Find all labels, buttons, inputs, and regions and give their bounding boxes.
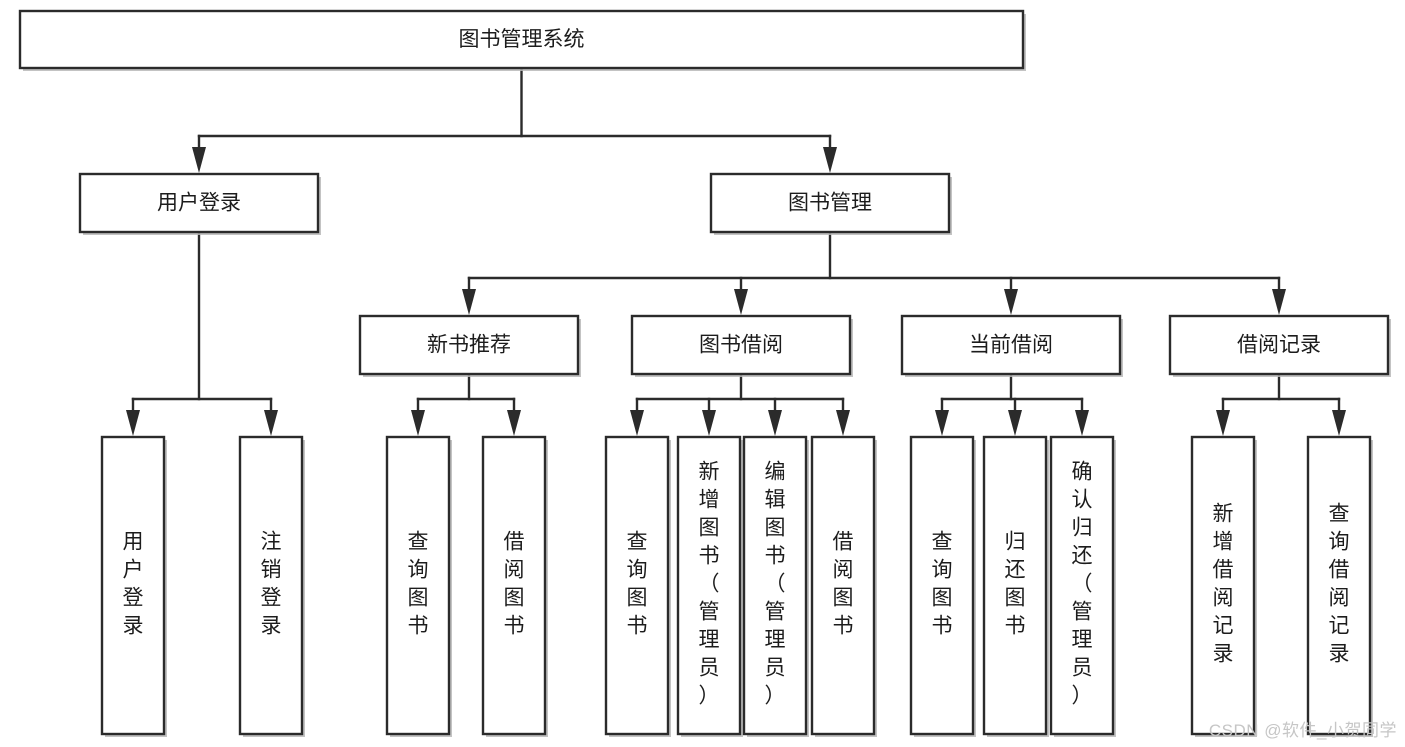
node-box[interactable] — [709, 172, 951, 234]
node-leaf-query-borrow-record[interactable]: 查询借阅记录 — [1306, 435, 1373, 737]
node-borrow-record[interactable]: 借阅记录 — [1168, 314, 1391, 377]
node-label: 新增借阅记录 — [1213, 503, 1234, 666]
arrow-icon — [1008, 410, 1022, 436]
node-leaf-borrow-book[interactable]: 借阅图书 — [810, 435, 877, 737]
node-root[interactable]: 图书管理系统 — [18, 9, 1026, 71]
edge-from-user-login — [126, 230, 278, 436]
arrow-icon — [1075, 410, 1089, 436]
node-label: 用户登录 — [123, 531, 144, 638]
arrow-icon — [507, 410, 521, 436]
node-box[interactable] — [1306, 435, 1372, 736]
node-label: 图书借阅 — [699, 334, 783, 357]
edge-from-book-borrow — [630, 372, 850, 436]
node-book-borrow[interactable]: 图书借阅 — [630, 314, 853, 377]
node-box[interactable] — [676, 435, 742, 736]
node-label: 借阅记录 — [1237, 334, 1321, 357]
node-box[interactable] — [982, 435, 1048, 736]
node-leaf-confirm-return-admin[interactable]: 确认归还（管理员） — [1049, 435, 1116, 737]
arrow-icon — [630, 410, 644, 436]
node-box[interactable] — [909, 435, 975, 736]
node-leaf-user-logout[interactable]: 注销登录 — [238, 435, 305, 737]
arrow-icon — [702, 410, 716, 436]
arrow-icon — [411, 410, 425, 436]
node-box[interactable] — [604, 435, 670, 736]
node-leaf-query-book-recommend[interactable]: 查询图书 — [385, 435, 452, 737]
arrow-icon — [1332, 410, 1346, 436]
node-leaf-query-book-borrow[interactable]: 查询图书 — [604, 435, 671, 737]
node-new-book-recommend[interactable]: 新书推荐 — [358, 314, 581, 377]
node-label: 新增图书（管理员） — [699, 461, 720, 708]
node-box[interactable] — [18, 9, 1025, 70]
node-leaf-query-book-current[interactable]: 查询图书 — [909, 435, 976, 737]
node-box[interactable] — [100, 435, 166, 736]
node-layer: 图书管理系统用户登录图书管理新书推荐图书借阅当前借阅借阅记录用户登录注销登录查询… — [18, 9, 1391, 737]
node-box[interactable] — [742, 435, 808, 736]
node-leaf-return-book[interactable]: 归还图书 — [982, 435, 1049, 737]
node-leaf-user-login[interactable]: 用户登录 — [100, 435, 167, 737]
node-label: 新书推荐 — [427, 334, 511, 357]
node-box[interactable] — [78, 172, 320, 234]
arrow-icon — [264, 410, 278, 436]
edge-from-root — [192, 66, 837, 173]
node-current-borrow[interactable]: 当前借阅 — [900, 314, 1123, 377]
arrow-icon — [192, 147, 206, 173]
node-label: 查询图书 — [408, 531, 429, 638]
node-box[interactable] — [630, 314, 852, 376]
node-label: 借阅图书 — [504, 531, 525, 638]
arrow-icon — [1216, 410, 1230, 436]
node-label: 查询借阅记录 — [1329, 503, 1350, 666]
node-label: 归还图书 — [1005, 531, 1026, 638]
node-label: 查询图书 — [932, 531, 953, 638]
arrow-icon — [462, 289, 476, 315]
edge-from-current-borrow — [935, 372, 1089, 436]
node-label: 借阅图书 — [833, 531, 854, 638]
node-label: 当前借阅 — [969, 334, 1053, 357]
node-box[interactable] — [1049, 435, 1115, 736]
watermark-text: CSDN @软件_小贺同学 — [1208, 721, 1397, 740]
node-leaf-add-book-admin[interactable]: 新增图书（管理员） — [676, 435, 743, 737]
node-leaf-borrow-book-recommend[interactable]: 借阅图书 — [481, 435, 548, 737]
node-label: 图书管理系统 — [459, 28, 585, 51]
arrow-icon — [126, 410, 140, 436]
node-box[interactable] — [358, 314, 580, 376]
arrow-icon — [1004, 289, 1018, 315]
node-box[interactable] — [385, 435, 451, 736]
node-book-manage[interactable]: 图书管理 — [709, 172, 952, 235]
arrow-icon — [823, 147, 837, 173]
node-label: 图书管理 — [788, 192, 872, 215]
edge-from-book-manage — [462, 230, 1286, 315]
node-box[interactable] — [481, 435, 547, 736]
node-box[interactable] — [900, 314, 1122, 376]
node-leaf-add-borrow-record[interactable]: 新增借阅记录 — [1190, 435, 1257, 737]
arrow-icon — [1272, 289, 1286, 315]
arrow-icon — [836, 410, 850, 436]
node-label: 注销登录 — [261, 531, 282, 638]
arrow-icon — [734, 289, 748, 315]
node-label: 查询图书 — [627, 531, 648, 638]
node-label: 编辑图书（管理员） — [765, 461, 786, 708]
node-label: 确认归还（管理员） — [1072, 461, 1093, 708]
node-box[interactable] — [1190, 435, 1256, 736]
node-box[interactable] — [1168, 314, 1390, 376]
node-box[interactable] — [810, 435, 876, 736]
edge-from-new-book-recommend — [411, 372, 521, 436]
arrow-icon — [768, 410, 782, 436]
connector-layer — [126, 66, 1346, 436]
edge-from-borrow-record — [1216, 372, 1346, 436]
node-leaf-edit-book-admin[interactable]: 编辑图书（管理员） — [742, 435, 809, 737]
arrow-icon — [935, 410, 949, 436]
node-label: 用户登录 — [157, 192, 241, 215]
node-user-login[interactable]: 用户登录 — [78, 172, 321, 235]
node-box[interactable] — [238, 435, 304, 736]
